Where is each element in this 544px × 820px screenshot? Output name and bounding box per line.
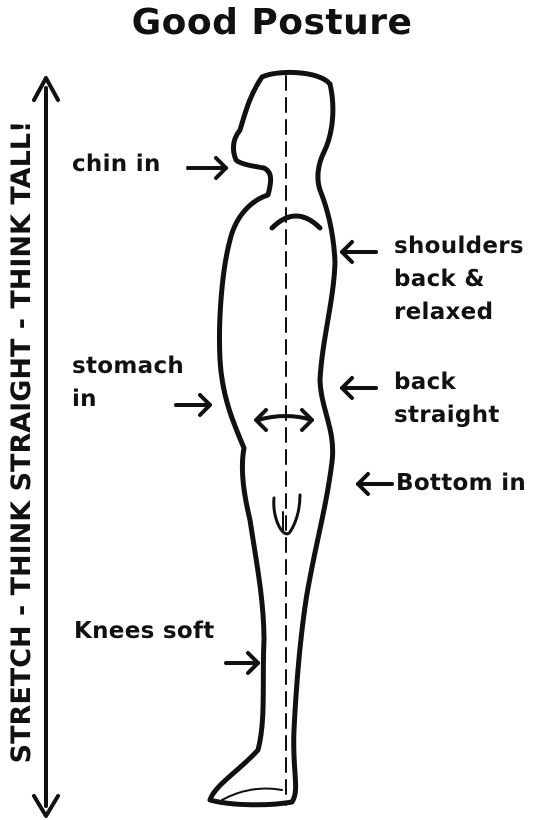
vertical-double-arrow: [34, 78, 58, 816]
shoulders-label: shoulders back & relaxed: [394, 230, 524, 329]
foot-detail: [222, 788, 282, 800]
stomach-label: stomach in: [72, 350, 184, 416]
shoulders-label-line: back &: [394, 263, 524, 296]
back-label-line: back: [394, 366, 500, 399]
body-silhouette: [210, 72, 335, 804]
stomach-label-line: in: [72, 383, 184, 416]
bottom-arrow: [358, 474, 392, 494]
knees-label: Knees soft: [74, 615, 215, 648]
chin-arrow: [188, 158, 226, 178]
shoulders-label-line: relaxed: [394, 296, 524, 329]
chin-label: chin in: [72, 148, 161, 181]
knees-arrow: [226, 653, 258, 673]
shoulder-arc: [272, 216, 320, 228]
bottom-label: Bottom in: [396, 467, 526, 500]
hip-double-arrow: [256, 410, 312, 430]
shoulders-label-line: shoulders: [394, 230, 524, 263]
shoulders-arrow: [342, 242, 376, 262]
back-label: back straight: [394, 366, 500, 432]
back-label-line: straight: [394, 399, 500, 432]
stomach-label-line: stomach: [72, 350, 184, 383]
back-arrow: [342, 378, 376, 398]
